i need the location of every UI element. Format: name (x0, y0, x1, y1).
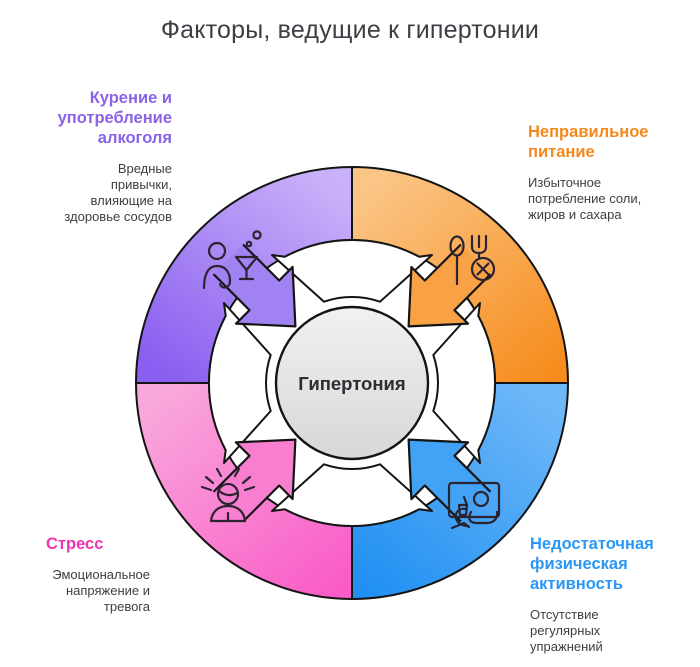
factor-description-smoking: Вредные привычки, влияющие на здоровье с… (64, 161, 172, 224)
factor-block-stress: Стресс Эмоциональное напряжение и тревог… (30, 534, 150, 614)
factor-heading-smoking: Курение и употребление алкоголя (57, 89, 172, 148)
arc-band-bottom (271, 463, 433, 527)
hypertension-center-circle (274, 305, 430, 461)
factor-heading-inactivity: Недостаточная физическая активность (530, 535, 654, 594)
factor-description-nutrition: Избыточное потребление соли, жиров и сах… (528, 175, 642, 222)
food-icon (449, 234, 496, 286)
factor-block-nutrition: Неправильное питание Избыточное потребле… (528, 122, 686, 222)
factor-block-inactivity: Недостаточная физическая активность Отсу… (530, 534, 690, 655)
arc-band-top (271, 239, 433, 303)
alcohol-icon (202, 230, 262, 290)
white-arc-bands (208, 239, 496, 527)
factor-description-inactivity: Отсутствие регулярных упражнений (530, 607, 603, 654)
factor-description-stress: Эмоциональное напряжение и тревога (52, 567, 150, 614)
center-label: Гипертония (298, 373, 405, 394)
factor-heading-stress: Стресс (46, 535, 104, 553)
arc-band-left (208, 302, 272, 464)
inward-arrow-inactivity (407, 438, 492, 523)
arc-band-right (432, 302, 496, 464)
inward-arrow-smoking (212, 243, 297, 328)
diagram-title: Факторы, ведущие к гипертонии (160, 16, 540, 44)
inward-arrow-nutrition (407, 243, 492, 328)
sedentary-icon (447, 481, 501, 530)
factor-block-smoking: Курение и употребление алкоголя Вредные … (30, 88, 172, 224)
factor-heading-nutrition: Неправильное питание (528, 123, 649, 162)
stress-icon (200, 467, 256, 523)
